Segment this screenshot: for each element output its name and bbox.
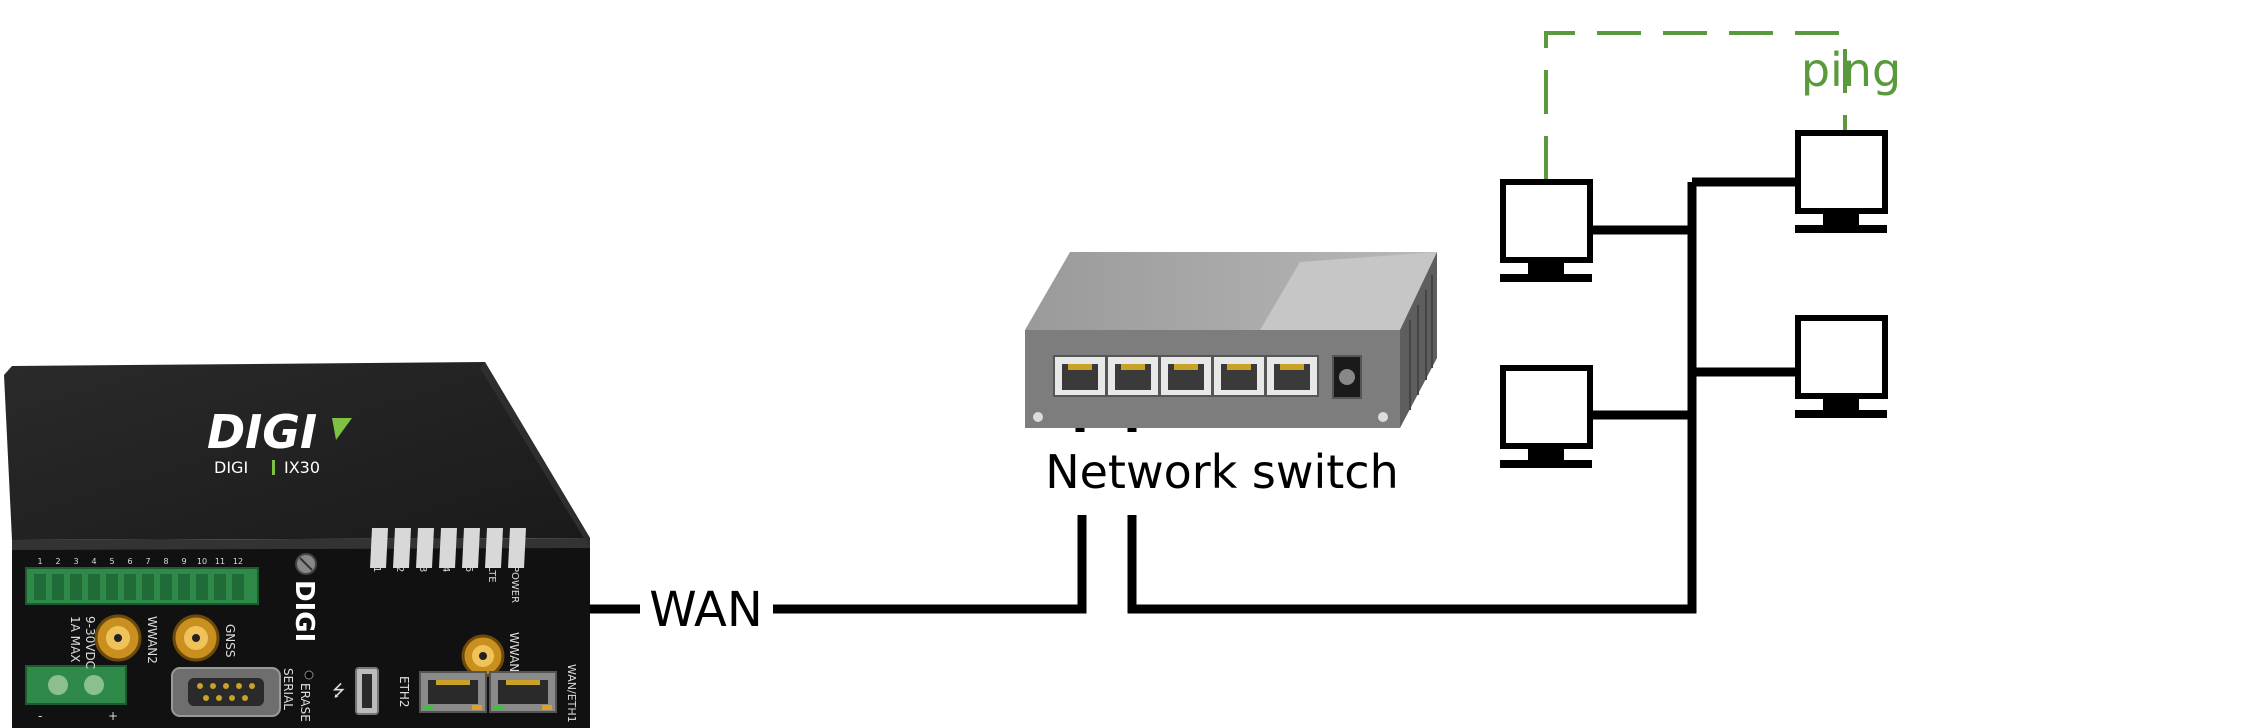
computer-1 (1500, 179, 1593, 282)
terminal-block: 1 2 3 4 5 6 7 8 9 10 11 12 (25, 557, 259, 605)
network-switch-label: Network switch (1045, 445, 1399, 499)
switch-top-highlight (1260, 252, 1437, 330)
led-label-4: 4 (440, 566, 451, 572)
wwan1-label: WWAN1 (507, 632, 521, 680)
router-top-face (4, 362, 590, 540)
keyboard-icon (1500, 274, 1592, 282)
erase-label: ERASE (298, 683, 312, 722)
wan-cable-right (773, 515, 1087, 614)
led-label-3: 3 (417, 566, 428, 572)
eth2-port: ETH2 (397, 671, 487, 713)
terminal-pin-5: 5 (109, 557, 114, 566)
switch-side-vents (1409, 275, 1433, 410)
keyboard-icon (1500, 460, 1592, 468)
terminal-pin-4: 4 (91, 557, 96, 566)
monitor-icon (1795, 315, 1888, 399)
usb-icon: ⭍ (332, 681, 345, 700)
status-leds: 1 2 3 4 5 LTE POWER (370, 528, 526, 603)
led-label-lte: LTE (486, 566, 497, 583)
power-spec-current: 1A MAX (68, 616, 82, 662)
led-label-1: 1 (371, 566, 382, 572)
digi-logo-check-icon (332, 418, 352, 440)
power-plus-label: + (108, 709, 118, 723)
router-brand-divider (272, 460, 275, 475)
terminal-pin-10: 10 (197, 557, 207, 566)
cables (588, 177, 1798, 614)
terminal-pin-6: 6 (127, 557, 132, 566)
terminal-pin-2: 2 (55, 557, 60, 566)
led-label-5: 5 (463, 566, 474, 572)
power-connector: - + 9-30VDC 1A MAX (25, 616, 127, 723)
switch-lan-cable (1127, 182, 1697, 614)
wwan2-label: WWAN2 (145, 616, 159, 664)
serial-label: SERIAL (281, 668, 295, 710)
router-model: IX30 (284, 458, 320, 477)
erase-button (304, 670, 314, 680)
led-label-power: POWER (509, 566, 520, 603)
terminal-pin-9: 9 (181, 557, 186, 566)
terminal-pin-3: 3 (73, 557, 78, 566)
digi-ix30-router: DIGI DIGI IX30 1 2 3 4 5 6 7 (4, 362, 590, 728)
terminal-pin-11: 11 (215, 557, 225, 566)
computer-4 (1795, 315, 1888, 418)
monitor-icon (1795, 130, 1888, 214)
terminal-pin-7: 7 (145, 557, 150, 566)
wan-label: WAN (649, 582, 763, 638)
gnss-label: GNSS (223, 624, 237, 658)
switch-screw-left (1033, 412, 1043, 422)
wwan1-antenna-connector: WWAN1 (461, 632, 521, 680)
terminal-pin-1: 1 (37, 557, 42, 566)
computer-2 (1500, 365, 1593, 468)
led-label-2: 2 (394, 566, 405, 572)
serial-port: SERIAL ERASE (171, 667, 314, 722)
keyboard-icon (1795, 225, 1887, 233)
monitor-icon (1500, 179, 1593, 263)
gnss-antenna-connector: GNSS (172, 614, 237, 662)
wan-eth1-label: WAN/ETH1 (565, 664, 578, 723)
switch-screw-right (1378, 412, 1388, 422)
keyboard-icon (1795, 410, 1887, 418)
power-minus-label: - (38, 709, 42, 723)
switch-ports (1053, 355, 1319, 397)
terminal-pin-12: 12 (233, 557, 243, 566)
monitor-icon (1500, 365, 1593, 449)
network-switch (1025, 252, 1437, 428)
router-brand-logo: DIGI (207, 405, 317, 459)
wwan2-antenna-connector: WWAN2 (94, 614, 159, 664)
wan-eth1-port: WAN/ETH1 (489, 664, 578, 723)
usb-port: ⭍ (332, 667, 379, 715)
terminal-pin-8: 8 (163, 557, 168, 566)
router-brand-small: DIGI (214, 458, 248, 477)
computer-3 (1795, 130, 1888, 233)
router-vertical-logo: DIGI (289, 580, 319, 642)
power-spec-voltage: 9-30VDC (83, 616, 97, 669)
ping-dashed-path (1544, 31, 1847, 180)
ping-label: ping (1801, 43, 1901, 97)
eth2-label: ETH2 (397, 676, 411, 708)
